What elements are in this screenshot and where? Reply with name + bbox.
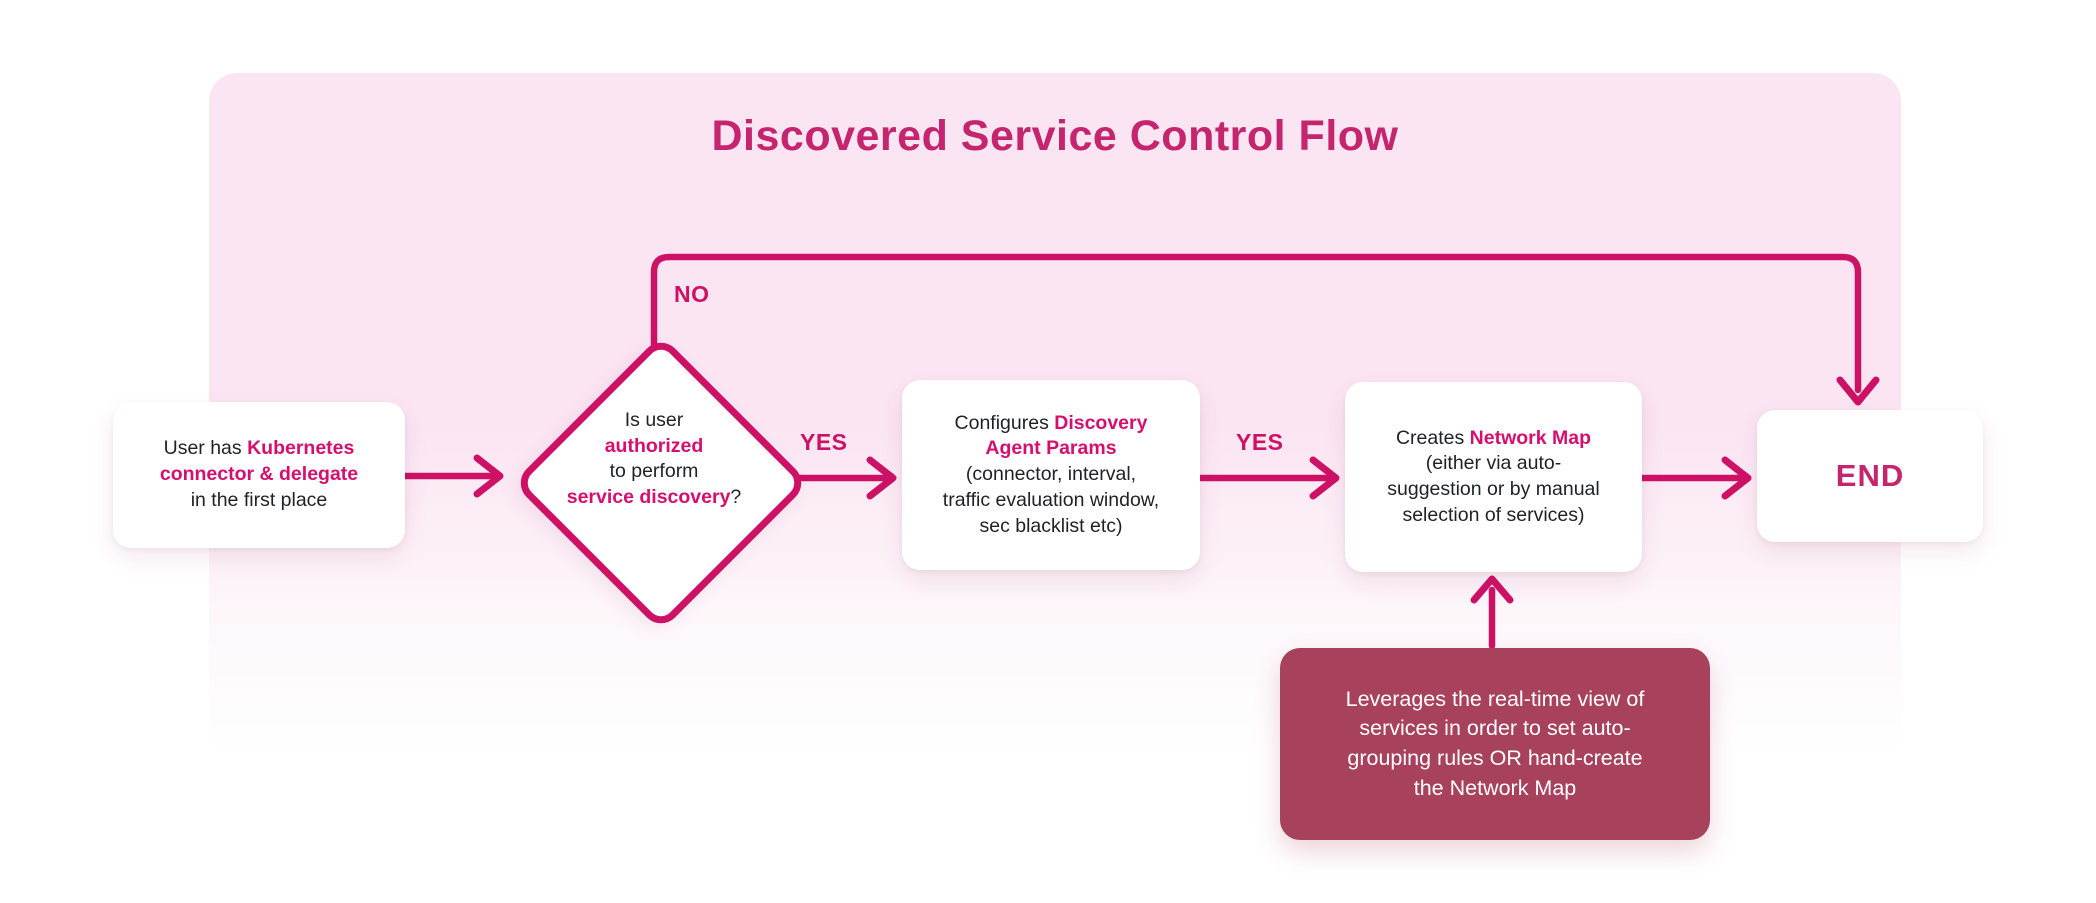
edge-label-no: NO	[674, 281, 710, 307]
node-end-label: END	[1835, 457, 1905, 493]
node-configure-params: Configures Discovery Agent Params (conne…	[902, 380, 1200, 570]
diagram-title: Discovered Service Control Flow	[711, 112, 1399, 160]
node-configure-emphasis: Discovery	[1054, 411, 1148, 434]
note-leverages-realtime-view: Leverages the real-time view of services…	[1280, 648, 1710, 840]
node-start: User has Kubernetes connector & delegate…	[113, 402, 405, 548]
node-create-network-map: Creates Network Map (either via auto- su…	[1345, 382, 1642, 572]
node-decision-emphasis-authorized: authorized	[604, 434, 704, 457]
edge-label-yes-1: YES	[800, 429, 848, 455]
node-create-network-map-label: Creates Network Map (either via auto- su…	[1387, 426, 1600, 526]
node-create-emphasis: Network Map	[1469, 426, 1592, 449]
note-label: Leverages the real-time view of services…	[1345, 686, 1645, 800]
node-start-emphasis: Kubernetes connector & delegate	[159, 437, 359, 486]
node-decision-emphasis-service-discovery: service discovery	[566, 486, 731, 509]
node-start-label: User has Kubernetes connector & delegate…	[159, 437, 359, 511]
node-configure-params-label: Configures Discovery Agent Params (conne…	[902, 411, 1200, 540]
edge-label-yes-2: YES	[1236, 429, 1284, 455]
node-configure-emphasis-2: Agent Params	[985, 437, 1117, 460]
node-end: END	[1757, 410, 1983, 542]
node-decision-label: Is user authorized to perform service di…	[534, 408, 774, 511]
